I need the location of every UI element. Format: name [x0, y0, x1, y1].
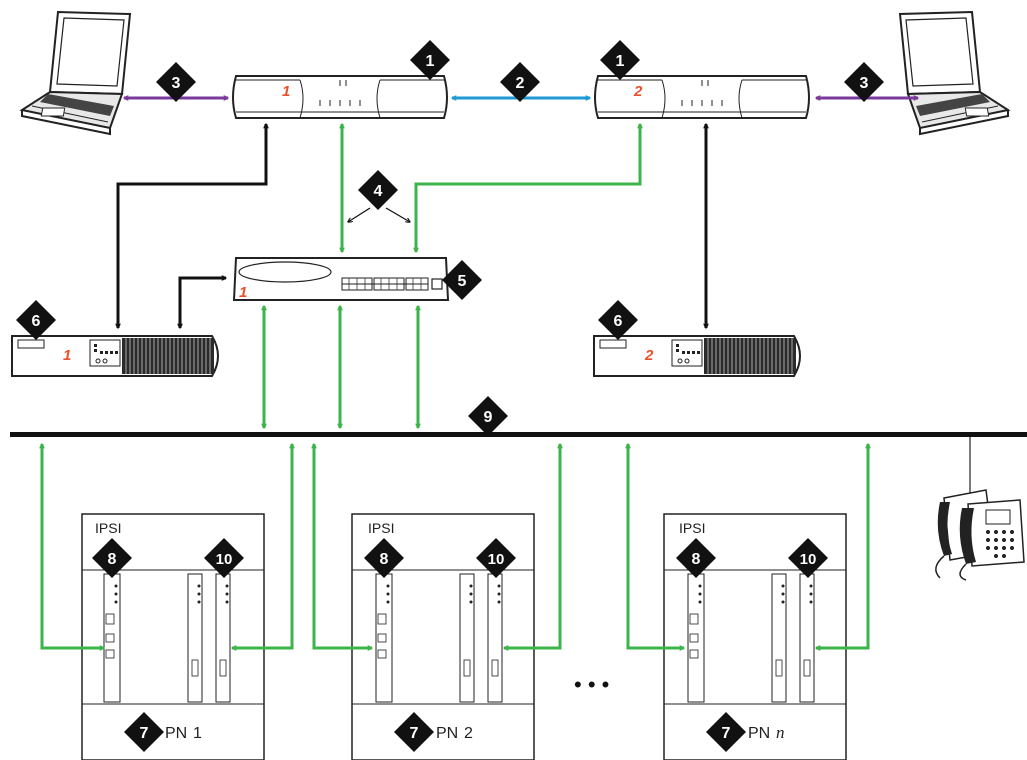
callout-pn1-media: 10 [204, 538, 244, 578]
pnn-name-suffix: n [776, 723, 785, 742]
callout-pnn-ipsi: 8 [676, 538, 716, 578]
pn1-name-suffix: 1 [193, 725, 202, 742]
link-ups1-server1 [118, 124, 266, 328]
svg-text:7: 7 [410, 725, 419, 742]
lan-bus [10, 432, 1027, 437]
callout-ups-2: 6 [598, 300, 638, 340]
callout-laptop-1: 3 [156, 62, 196, 102]
svg-text:4: 4 [374, 183, 383, 200]
server-1-number: 1 [282, 83, 290, 100]
svg-text:1: 1 [426, 53, 435, 70]
svg-text:2: 2 [516, 75, 525, 92]
callout-switch: 5 [442, 260, 482, 300]
link-lan-pnn-ipsi [628, 444, 684, 648]
laptop-icon [19, 10, 132, 136]
callout-lan: 9 [468, 396, 508, 436]
callout-pn1: 7 [124, 712, 164, 752]
svg-text:10: 10 [216, 551, 233, 568]
link-server2-switch [416, 124, 640, 252]
link-lan-pn1-media [232, 444, 292, 648]
callout-server-2: 1 [600, 40, 640, 80]
svg-text:6: 6 [32, 313, 41, 330]
callout-server-1: 1 [410, 40, 450, 80]
ups-1-number: 1 [63, 347, 71, 364]
pnn-ipsi-label: IPSI [679, 520, 705, 536]
svg-text:3: 3 [172, 75, 181, 92]
ups-2: 2 [593, 335, 801, 377]
pn1-ipsi-label: IPSI [95, 520, 121, 536]
svg-text:8: 8 [108, 551, 117, 568]
pn2-name-prefix: PN [436, 725, 458, 742]
callout-pn1-ipsi: 8 [92, 538, 132, 578]
server-2-number: 2 [633, 83, 643, 100]
pnn-name-prefix: PN [748, 725, 770, 742]
pn2-name-suffix: 2 [464, 725, 473, 742]
callout-pnn-media: 10 [788, 538, 828, 578]
ethernet-switch: 1 [232, 257, 450, 301]
svg-text:9: 9 [484, 409, 493, 426]
svg-text:10: 10 [488, 551, 505, 568]
callout-pnn: 7 [706, 712, 746, 752]
laptop-icon [898, 10, 1011, 136]
link-lan-pn2-ipsi [314, 444, 372, 648]
ip-telephone-icon [935, 437, 1025, 581]
ellipsis: • • • [574, 672, 609, 697]
link-lan-pn1-ipsi [42, 444, 104, 648]
link-lan-pn2-media [504, 444, 560, 648]
callout-switch-links: 4 [358, 170, 398, 210]
ups-2-number: 2 [644, 347, 654, 364]
svg-text:1: 1 [616, 53, 625, 70]
svg-text:8: 8 [692, 551, 701, 568]
callout-laptop-2: 3 [844, 62, 884, 102]
svg-text:3: 3 [860, 75, 869, 92]
server-2: 2 [594, 75, 810, 119]
pn2-ipsi-label: IPSI [368, 520, 394, 536]
pointer-4b [385, 207, 410, 222]
svg-text:10: 10 [800, 551, 817, 568]
pn1-name-prefix: PN [165, 725, 187, 742]
svg-text:7: 7 [722, 725, 731, 742]
link-lan-pnn-media [816, 444, 868, 648]
switch-number: 1 [239, 284, 247, 301]
pointer-4a [348, 207, 371, 222]
svg-text:5: 5 [458, 273, 467, 290]
callout-pn2-ipsi: 8 [364, 538, 404, 578]
server-1: 1 [232, 75, 448, 119]
ups-1: 1 [11, 335, 219, 377]
svg-text:7: 7 [140, 725, 149, 742]
callout-pn2: 7 [394, 712, 434, 752]
callout-ups-1: 6 [16, 300, 56, 340]
callout-server-link: 2 [500, 62, 540, 102]
svg-text:8: 8 [380, 551, 389, 568]
svg-text:6: 6 [614, 313, 623, 330]
callout-pn2-media: 10 [476, 538, 516, 578]
link-ups1-switch [180, 278, 226, 328]
